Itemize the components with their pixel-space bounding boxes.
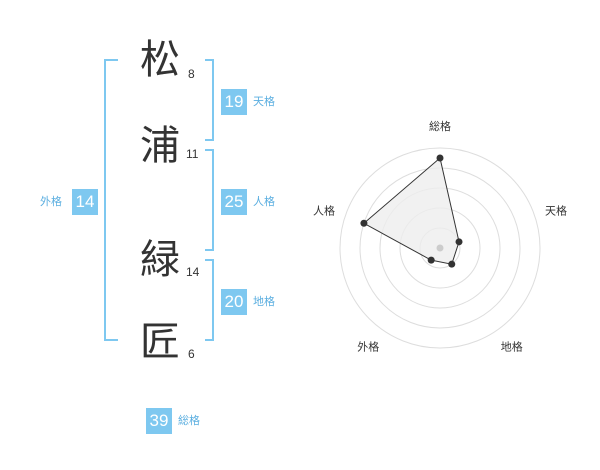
stroke-count-1: 8	[188, 67, 195, 81]
soukaku-value: 39	[146, 408, 172, 434]
soukaku-label: 総格	[178, 414, 200, 427]
radar-point-1	[436, 154, 444, 162]
radar-axis-label-3: 地格	[501, 340, 523, 354]
chikaku-label: 地格	[253, 295, 275, 308]
tenkaku-value: 19	[221, 89, 247, 115]
chikaku-bracket	[205, 259, 214, 341]
radar-point-2	[455, 238, 463, 246]
gaikaku-value: 14	[72, 189, 98, 215]
name-char-1: 松	[140, 37, 180, 83]
gaikaku-label: 外格	[40, 195, 62, 208]
chikaku-value: 20	[221, 289, 247, 315]
gaikaku-bracket	[104, 59, 118, 341]
radar-axis-label-2: 天格	[545, 203, 567, 217]
jinkaku-value: 25	[221, 189, 247, 215]
stroke-count-4: 6	[188, 347, 195, 361]
radar-axis-label-4: 外格	[357, 340, 379, 354]
radar-point-3	[448, 260, 456, 268]
name-char-2: 浦	[140, 123, 180, 169]
stroke-count-2: 11	[186, 147, 199, 161]
radar-ring-5	[339, 147, 541, 349]
radar-axis-label-1: 総格	[429, 119, 451, 133]
jinkaku-label: 人格	[253, 195, 275, 208]
radar-polygon	[363, 157, 460, 265]
tenkaku-bracket	[205, 59, 214, 141]
radar-axis-label-5: 人格	[313, 203, 335, 217]
name-char-3: 緑	[140, 237, 180, 283]
jinkaku-bracket	[205, 149, 214, 251]
radar-point-5	[360, 219, 368, 227]
name-char-4: 匠	[140, 319, 180, 365]
radar-center	[436, 244, 444, 252]
stroke-count-3: 14	[186, 265, 200, 279]
tenkaku-label: 天格	[253, 95, 275, 108]
radar-point-4	[427, 256, 435, 264]
